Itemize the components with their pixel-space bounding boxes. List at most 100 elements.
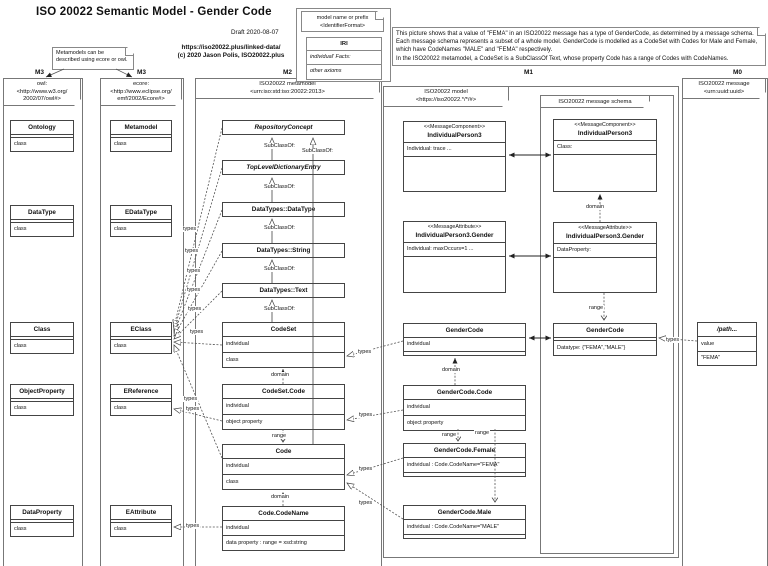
note-fold-icon bbox=[375, 12, 383, 20]
class-path: /path... value "FEMA" bbox=[697, 322, 757, 366]
class-row: class bbox=[114, 405, 127, 411]
class-row: class bbox=[114, 526, 127, 532]
level-label-m2: M2 bbox=[283, 69, 293, 76]
description-note: This picture shows that a value of "FEMA… bbox=[392, 27, 766, 66]
class-row: class bbox=[14, 343, 27, 349]
class-title: IndividualPerson3.Gender bbox=[404, 231, 505, 243]
compartment-separator bbox=[11, 135, 73, 138]
class-codeset: CodeSet individual class bbox=[222, 322, 345, 368]
class-row: object property bbox=[407, 420, 444, 426]
class-datatype: DataType class bbox=[10, 205, 74, 237]
types-label: types bbox=[358, 500, 374, 506]
class-title: DataType bbox=[11, 206, 73, 220]
package-metamodel-uri: <urn:iso:std:iso:20022:2013> bbox=[250, 88, 325, 95]
credit-url: https://iso20022.plus/linked-data/ bbox=[181, 44, 281, 51]
legend-header-line1: model name or prefix bbox=[316, 15, 369, 21]
types-label: types bbox=[186, 268, 202, 274]
credit-block: https://iso20022.plus/linked-data/ (c) 2… bbox=[168, 44, 294, 60]
subclassof-label: SubClassOf: bbox=[263, 184, 296, 190]
package-owl-uri2: 2002/07/owl#> bbox=[23, 96, 61, 103]
legend-header-line2: <IdentifierFormat> bbox=[320, 23, 365, 29]
types-label: types bbox=[357, 349, 373, 355]
stereotype-label: <<MessageAttribute>> bbox=[427, 224, 482, 230]
class-schema-gendercode: GenderCode Datatype: {"FEMA","MALE"} bbox=[553, 323, 657, 356]
class-row: individual : Code.CodeName="FEMA" bbox=[404, 458, 525, 473]
class-individualperson3: <<MessageComponent>> IndividualPerson3 I… bbox=[403, 121, 506, 192]
class-eclass: EClass class bbox=[110, 322, 172, 354]
class-gendercode-female: GenderCode.Female individual : Code.Code… bbox=[403, 443, 526, 477]
class-title: GenderCode.Male bbox=[404, 506, 525, 520]
package-message-name: ISO20022 message bbox=[698, 81, 750, 87]
class-datatypes-text: DataTypes::Text bbox=[222, 283, 345, 298]
types-label: types bbox=[185, 523, 201, 529]
class-title: Ontology bbox=[11, 121, 73, 135]
class-schema-individualperson3-gender: <<MessageAttribute>> IndividualPerson3.G… bbox=[553, 222, 657, 293]
class-row: class bbox=[14, 405, 27, 411]
credit-copyright: (c) 2020 Jason Polis, ISO20022.plus bbox=[177, 52, 285, 59]
description-line: In the ISO20022 metamodel, a CodeSet is … bbox=[396, 55, 729, 62]
class-topleveldictionaryentry: TopLevelDictionaryEntry bbox=[222, 160, 345, 175]
description-line: This picture shows that a value of "FEMA… bbox=[396, 31, 754, 37]
legend-iri: IRI bbox=[307, 38, 381, 51]
class-title: IndividualPerson3.Gender bbox=[554, 232, 656, 244]
identifier-format-header: model name or prefix <IdentifierFormat> bbox=[301, 11, 384, 32]
class-datatypes-string: DataTypes::String bbox=[222, 243, 345, 258]
package-owl-header: owl: <http://www.w3.org/ 2002/07/owl#> bbox=[3, 78, 81, 106]
class-codeset-code: CodeSet.Code individual object property bbox=[222, 384, 345, 430]
level-label-m0: M0 bbox=[733, 69, 743, 76]
class-row: object property bbox=[226, 419, 263, 425]
class-row: class bbox=[114, 226, 127, 232]
class-individualperson3-gender: <<MessageAttribute>> IndividualPerson3.G… bbox=[403, 221, 506, 293]
package-ecore-uri2: emf/2002/Ecore#> bbox=[117, 96, 165, 103]
class-title: CodeSet bbox=[223, 323, 344, 337]
class-title: EDataType bbox=[111, 206, 171, 220]
class-row: Datatype: {"FEMA","MALE"} bbox=[557, 345, 626, 351]
class-row: Individual: trace ... bbox=[404, 143, 505, 157]
class-code-codename: Code.CodeName individual data property :… bbox=[222, 506, 345, 551]
class-title: GenderCode.Code bbox=[404, 386, 525, 400]
class-title: IndividualPerson3 bbox=[404, 131, 505, 143]
class-row: class bbox=[14, 226, 27, 232]
subclassof-label: SubClassOf: bbox=[301, 148, 334, 154]
legend-facts: individual' Facts: bbox=[307, 51, 381, 65]
package-metamodel-name: ISO20022 metamodel bbox=[259, 81, 316, 87]
class-title: GenderCode bbox=[554, 324, 656, 338]
class-eattribute: EAttribute class bbox=[110, 505, 172, 537]
subclassof-label: SubClassOf: bbox=[263, 306, 296, 312]
class-edatatype: EDataType class bbox=[110, 205, 172, 237]
compartment-separator bbox=[11, 399, 73, 402]
types-label: types bbox=[665, 337, 681, 343]
stereotype-label: <<MessageComponent>> bbox=[423, 124, 486, 130]
description-line: Each message schema represents a subset … bbox=[396, 39, 758, 46]
package-owl-name: owl: bbox=[36, 81, 48, 87]
class-title: RepositoryConcept bbox=[254, 124, 313, 131]
range-label: range bbox=[474, 430, 491, 436]
package-message-uri: <urn:uuid:uuid> bbox=[703, 88, 745, 95]
class-title: EClass bbox=[111, 323, 171, 337]
class-row: individual : Code.CodeName="MALE" bbox=[404, 520, 525, 535]
stereotype-label: <<MessageAttribute>> bbox=[578, 225, 632, 231]
class-gendercode: GenderCode individual bbox=[403, 323, 526, 356]
types-label: types bbox=[183, 396, 199, 402]
range-label: range bbox=[441, 432, 458, 438]
class-title: ObjectProperty bbox=[11, 385, 73, 399]
class-row: individual bbox=[404, 338, 525, 352]
package-ecore-header: ecore: <http://www.eclipse.org/ emf/2002… bbox=[100, 78, 182, 106]
class-row: class bbox=[114, 343, 127, 349]
class-row: Individual: maxOccurs=1 ... bbox=[404, 243, 505, 257]
class-title: EAttribute bbox=[111, 506, 171, 520]
class-gendercode-code: GenderCode.Code individual object proper… bbox=[403, 385, 526, 431]
note-fold-icon bbox=[757, 28, 765, 36]
class-title: DataTypes::String bbox=[256, 247, 311, 254]
class-gendercode-male: GenderCode.Male individual : Code.CodeNa… bbox=[403, 505, 526, 539]
package-metamodel-header: ISO20022 metamodel <urn:iso:std:iso:2002… bbox=[195, 78, 380, 99]
domain-label: domain bbox=[441, 367, 462, 373]
types-label: types bbox=[187, 306, 203, 312]
package-schema-name: ISO20022 message schema bbox=[558, 99, 632, 105]
subclassof-label: SubClassOf: bbox=[263, 225, 296, 231]
types-label: types bbox=[182, 226, 198, 232]
package-model-header: ISO20022 model <https://iso20022.*/*/#> bbox=[383, 86, 509, 107]
class-row: data property : range = xsd:string bbox=[226, 540, 307, 546]
compartment-separator bbox=[111, 135, 171, 138]
